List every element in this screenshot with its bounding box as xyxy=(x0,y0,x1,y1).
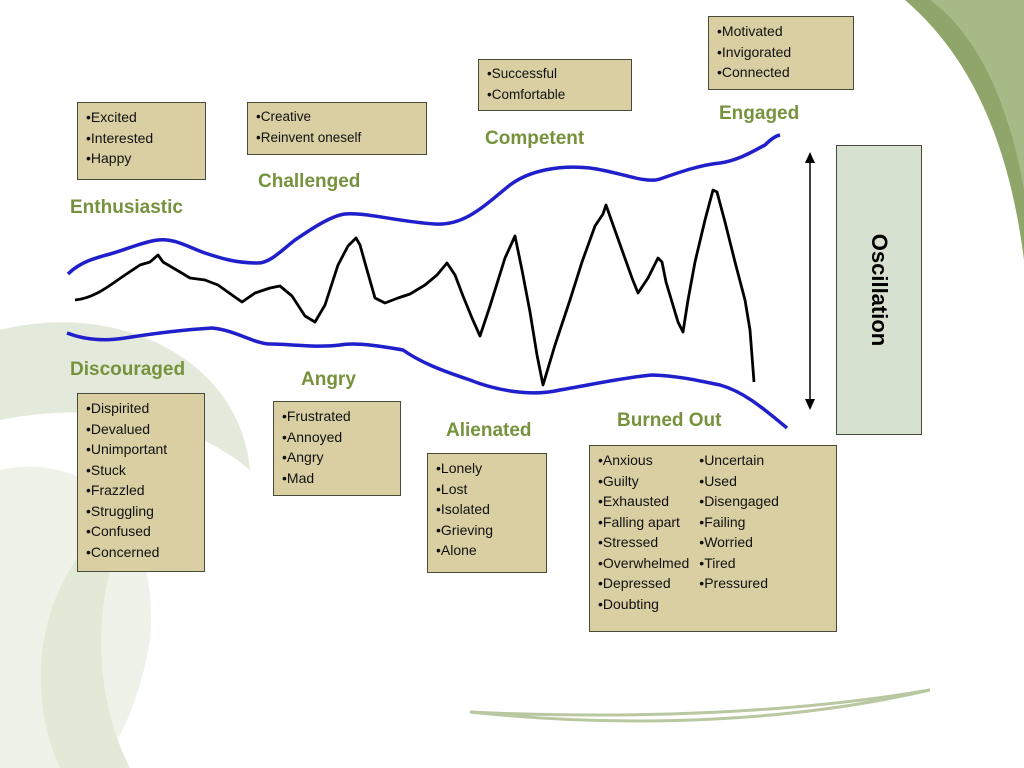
list-item: Worried xyxy=(699,532,779,553)
discouraged-box: Dispirited Devalued Unimportant Stuck Fr… xyxy=(77,393,205,572)
list-item: Alone xyxy=(436,540,538,561)
bottom-left-swoosh-3 xyxy=(40,500,140,768)
list-item: Dispirited xyxy=(86,398,196,419)
competent-box: Successful Comfortable xyxy=(478,59,632,111)
engaged-heading: Engaged xyxy=(719,103,800,124)
list-item: Uncertain xyxy=(699,450,779,471)
enthusiastic-box: Excited Interested Happy xyxy=(77,102,206,180)
alienated-heading: Alienated xyxy=(446,420,532,441)
list-item: Pressured xyxy=(699,573,779,594)
list-item: Struggling xyxy=(86,501,196,522)
list-item: Annoyed xyxy=(282,427,392,448)
list-item: Lonely xyxy=(436,458,538,479)
list-item: Depressed xyxy=(598,573,689,594)
enthusiastic-heading: Enthusiastic xyxy=(70,197,183,218)
list-item: Reinvent oneself xyxy=(256,128,418,149)
list-item: Invigorated xyxy=(717,42,845,63)
list-item: Grieving xyxy=(436,520,538,541)
list-item: Devalued xyxy=(86,419,196,440)
list-item: Unimportant xyxy=(86,439,196,460)
oscillation-panel: Oscillation xyxy=(836,145,922,435)
list-item: Falling apart xyxy=(598,512,689,533)
list-item: Guilty xyxy=(598,471,689,492)
list-item: Used xyxy=(699,471,779,492)
list-item: Excited xyxy=(86,107,197,128)
list-item: Happy xyxy=(86,148,197,169)
challenged-box: Creative Reinvent oneself xyxy=(247,102,427,155)
angry-heading: Angry xyxy=(301,369,356,390)
burned-out-box: Anxious Guilty Exhausted Falling apart S… xyxy=(589,445,837,632)
list-item: Successful xyxy=(487,64,623,85)
list-item: Creative xyxy=(256,107,418,128)
list-item: Doubting xyxy=(598,594,689,615)
list-item: Lost xyxy=(436,479,538,500)
list-item: Connected xyxy=(717,62,845,83)
oscillation-label: Oscillation xyxy=(867,233,892,347)
lower-envelope-line xyxy=(66,326,789,430)
list-item: Disengaged xyxy=(699,491,779,512)
burned-out-columns: Anxious Guilty Exhausted Falling apart S… xyxy=(598,450,828,614)
list-item: Motivated xyxy=(717,21,845,42)
discouraged-heading: Discouraged xyxy=(70,359,186,380)
burned-out-column-2: Uncertain Used Disengaged Failing Worrie… xyxy=(699,450,779,614)
angry-box: Frustrated Annoyed Angry Mad xyxy=(273,401,401,496)
list-item: Failing xyxy=(699,512,779,533)
list-item: Overwhelmed xyxy=(598,553,689,574)
list-item: Anxious xyxy=(598,450,689,471)
competent-heading: Competent xyxy=(485,128,585,149)
engaged-box: Motivated Invigorated Connected xyxy=(708,16,854,90)
list-item: Exhausted xyxy=(598,491,689,512)
list-item: Frustrated xyxy=(282,406,392,427)
list-item: Tired xyxy=(699,553,779,574)
list-item: Angry xyxy=(282,447,392,468)
list-item: Confused xyxy=(86,521,196,542)
upper-envelope-line xyxy=(66,133,781,276)
challenged-heading: Challenged xyxy=(258,171,361,192)
list-item: Isolated xyxy=(436,499,538,520)
list-item: Interested xyxy=(86,128,197,149)
burned-out-column-1: Anxious Guilty Exhausted Falling apart S… xyxy=(598,450,689,614)
list-item: Comfortable xyxy=(487,85,623,106)
alienated-box: Lonely Lost Isolated Grieving Alone xyxy=(427,453,547,573)
top-right-swoosh-light xyxy=(930,0,1024,190)
list-item: Concerned xyxy=(86,542,196,563)
burned-out-heading: Burned Out xyxy=(617,410,722,431)
list-item: Mad xyxy=(282,468,392,489)
list-item: Stressed xyxy=(598,532,689,553)
oscillation-arrow xyxy=(805,152,815,410)
bottom-swoosh-line xyxy=(469,688,931,723)
list-item: Stuck xyxy=(86,460,196,481)
oscillation-line xyxy=(74,188,756,387)
list-item: Frazzled xyxy=(86,480,196,501)
